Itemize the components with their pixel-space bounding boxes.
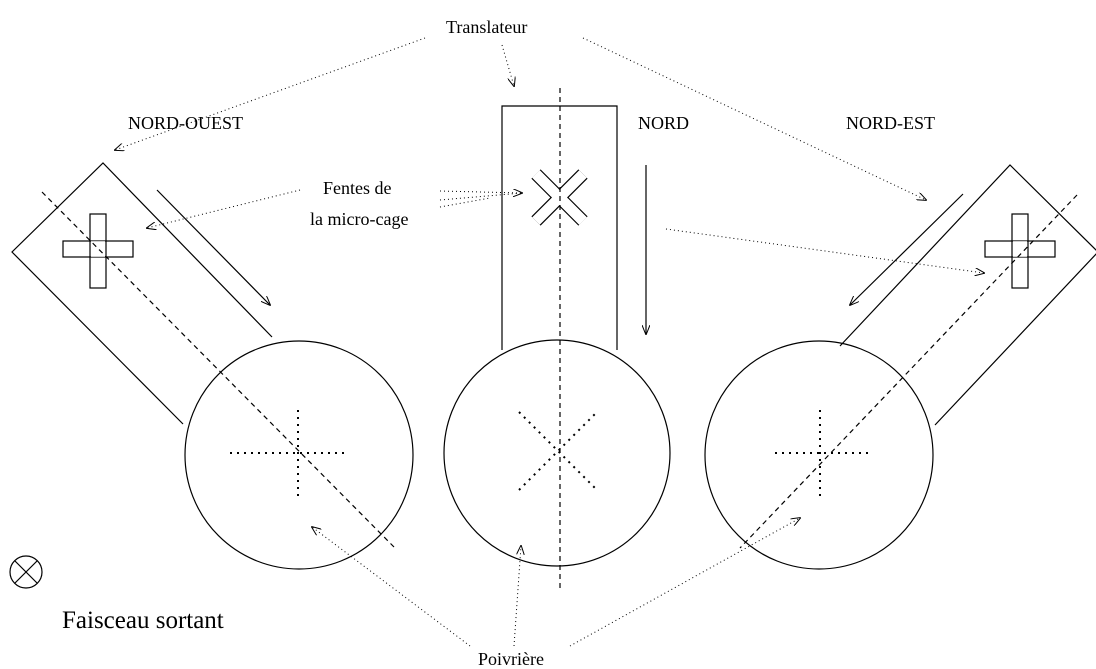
leader-poivriere-nord-est [569, 518, 800, 647]
leader-fentes-nord-3 [439, 197, 491, 208]
slit-horizontal-nord-ouest [62, 240, 134, 258]
outgoing-beam-icon [9, 555, 43, 589]
translateur-nord-est [839, 164, 1096, 426]
leader-translateur-nord-est [582, 37, 926, 200]
label-fentes-line1: Fentes de [323, 178, 391, 198]
label-faisceau-sortant: Faisceau sortant [62, 607, 224, 634]
slit-vertical-nord-ouest [89, 213, 107, 289]
poivriere-nord-ouest [184, 340, 414, 570]
poivriere-nord [443, 339, 671, 567]
beam-axis-nord-ouest [41, 191, 395, 548]
cross-d1-nord [518, 411, 598, 491]
label-nord: NORD [638, 113, 689, 133]
leader-fentes-nord-2 [439, 192, 523, 201]
beam-axis-nord-est [739, 194, 1078, 549]
leader-fentes-nord-est [665, 228, 984, 273]
label-fentes-line2: la micro-cage [310, 209, 408, 229]
label-nord-ouest: NORD-OUEST [128, 113, 243, 133]
label-nord-est: NORD-EST [846, 113, 935, 133]
translator-body-nord-est [839, 164, 1096, 426]
leader-poivriere-nord-ouest [312, 527, 471, 647]
slit-vertical-nord-est [1011, 213, 1029, 289]
leader-translateur-nord-ouest [115, 37, 426, 150]
micro-cage-nord-ouest [62, 213, 134, 289]
micro-cage-nord-est [984, 213, 1056, 289]
label-poivriere: Poivrière [478, 649, 544, 669]
label-translateur: Translateur [446, 17, 527, 37]
arrow-travel-nord-est [850, 193, 964, 305]
poivriere-nord-est [704, 340, 934, 570]
leader-translateur-nord [501, 44, 514, 86]
slit-horizontal-nord-est [984, 240, 1056, 258]
cross-d2-nord [518, 411, 598, 491]
leader-fentes-nord [439, 191, 522, 193]
leader-poivriere-nord [513, 546, 521, 647]
arrow-travel-nord-ouest [156, 189, 270, 305]
leader-fentes-nord-ouest [147, 189, 301, 228]
